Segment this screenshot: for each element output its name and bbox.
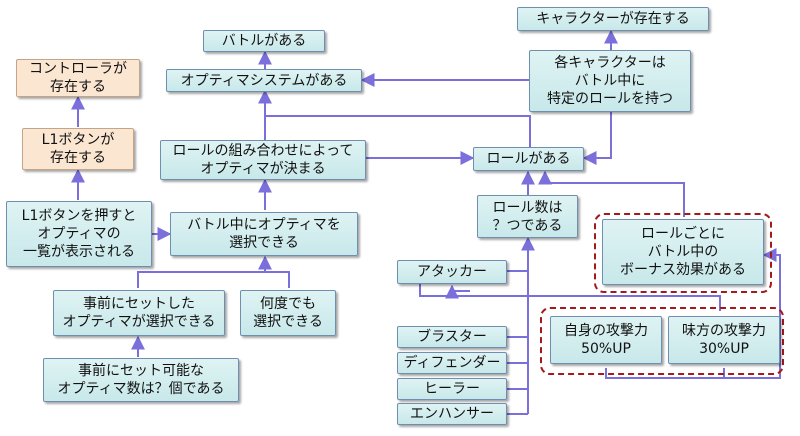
node-attacker: アタッカー xyxy=(397,260,507,284)
node-self-attack: 自身の攻撃力 50%UP xyxy=(550,316,662,364)
node-defender: ディフェンダー xyxy=(397,352,507,374)
node-role-combo: ロールの組み合わせによって オプティマが決まる xyxy=(160,140,366,180)
edge-role-loop-to-optima xyxy=(265,115,531,148)
node-healer: ヒーラー xyxy=(397,378,507,400)
edge-preset-to-select xyxy=(137,257,290,288)
node-character-exists: キャラクターが存在する xyxy=(517,7,709,31)
node-l1-button-exists: L1ボタンが 存在する xyxy=(22,128,134,170)
node-preset-select: 事前にセットした オプティマが選択できる xyxy=(53,290,225,336)
node-ally-attack: 味方の攻撃力 30%UP xyxy=(668,316,780,364)
edge-attacker-arrow xyxy=(445,284,470,299)
edge-roleholder-to-role xyxy=(582,112,612,165)
node-preset-count: 事前にセット可能な オプティマ数は？個である xyxy=(43,358,239,402)
node-l1-press: L1ボタンを押すと オプティマの 一覧が表示される xyxy=(6,201,152,267)
node-role-count: ロール数は ？つである xyxy=(477,195,578,238)
node-each-character-role: 各キャラクターは バトル中に 特定のロールを持つ xyxy=(529,50,691,112)
node-controller-exists: コントローラが 存在する xyxy=(16,59,140,97)
node-blaster: ブラスター xyxy=(397,326,507,348)
edge-roles-bracket xyxy=(507,270,529,415)
edge-bonus-to-role xyxy=(538,170,685,217)
bonus-group-outline xyxy=(594,213,772,293)
effects-group-outline xyxy=(540,307,784,375)
node-optima-system: オプティマシステムがある xyxy=(166,69,362,92)
node-battle-exists: バトルがある xyxy=(203,30,325,52)
node-role-exists: ロールがある xyxy=(473,147,584,171)
node-multiple-select: 何度でも 選択できる xyxy=(240,290,336,336)
node-enhancer: エンハンサー xyxy=(397,403,507,425)
node-select-optima: バトル中にオプティマを 選択できる xyxy=(170,212,358,256)
edge-attacker-to-self xyxy=(419,284,721,311)
node-bonus-per-role: ロールごとに バトル中の ボーナス効果がある xyxy=(602,219,764,285)
